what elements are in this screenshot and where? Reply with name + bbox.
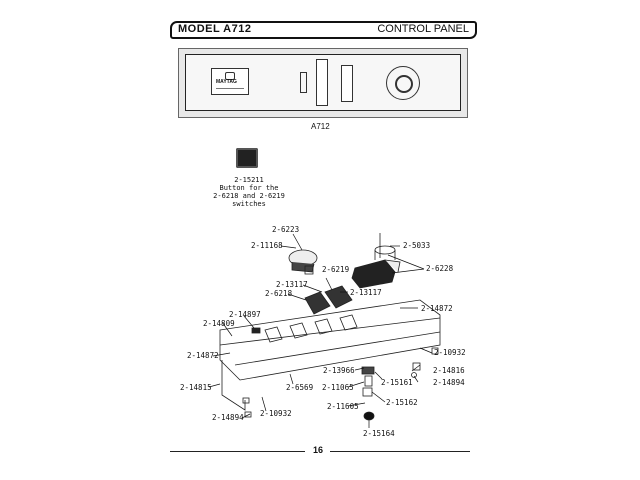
part-label: 2-14809: [203, 319, 235, 328]
part-label: 2-15164: [363, 429, 395, 438]
control-panel-illustration: MAYTAG: [178, 48, 468, 118]
cap-15162-part: [362, 387, 373, 397]
bracket-clip-part: [242, 397, 250, 404]
spring-11065-part: [364, 375, 373, 387]
screw-14894-part: [411, 372, 417, 378]
button-description-line-2: 2-6218 and 2-6219: [213, 192, 285, 200]
leader-lines: [208, 233, 433, 428]
part-label: 2-14894: [433, 378, 465, 387]
model-title: MODEL A712: [178, 23, 252, 35]
button-description-line-1: Button for the: [219, 184, 279, 192]
part-label: 2-13117: [276, 280, 308, 289]
brand-name: MAYTAG: [216, 79, 237, 85]
part-label: 2-10932: [260, 409, 292, 418]
part-label: 2-11605: [327, 402, 359, 411]
part-label: 2-10932: [434, 348, 466, 357]
part-label: 2-14897: [229, 310, 261, 319]
button-description-line-3: switches: [232, 200, 266, 208]
panel-caption: A712: [311, 122, 330, 131]
part-label: 2-14872: [421, 304, 453, 313]
part-label: 2-13966: [323, 366, 355, 375]
console-frame-part: [219, 299, 441, 381]
switch-6218-part: [304, 291, 331, 315]
part-label: 2-11065: [322, 383, 354, 392]
switch-6219-part: [324, 285, 353, 309]
part-label: 2-6569: [286, 383, 314, 392]
part-label: 2-14815: [180, 383, 212, 392]
part-label: 2-14816: [433, 366, 465, 375]
section-title: CONTROL PANEL: [377, 23, 469, 35]
knob-15164-part: [363, 411, 375, 421]
timer-cylinder-part: [374, 245, 396, 255]
part-label: 2-13117: [350, 288, 382, 297]
brand-logo-icon: [225, 72, 235, 80]
side-bracket-part: [221, 360, 246, 411]
part-label: 2-15162: [386, 398, 418, 407]
part-label: 2-6218: [265, 289, 293, 298]
cycle-buttons-column: [316, 59, 328, 106]
timer-dial: [386, 66, 420, 100]
bracket-14816-part: [412, 362, 421, 371]
brand-plate-line: [216, 88, 244, 89]
footer-rule-right: [330, 451, 470, 452]
bracket-10932-right-part: [431, 347, 439, 355]
temp-buttons-column: [341, 65, 353, 102]
footer-rule-left: [170, 451, 305, 452]
timer-block-part: [351, 259, 396, 289]
button-2-15211-image: [236, 148, 258, 168]
part-label: 2-6223: [272, 225, 300, 234]
water-level-switch: [300, 72, 307, 93]
part-label: 2-6228: [426, 264, 454, 273]
part-label: 2-15161: [381, 378, 413, 387]
part-label: 2-5033: [403, 241, 431, 250]
part-label: 2-11168: [251, 241, 283, 250]
control-panel-face: MAYTAG: [185, 54, 461, 111]
part-label: 2-14872: [187, 351, 219, 360]
brand-plate: MAYTAG: [211, 68, 249, 95]
switch-bracket-part: [304, 265, 314, 275]
page-number: 16: [313, 445, 324, 455]
clip-14897-part: [251, 327, 261, 334]
button-part-number: 2-15211: [234, 176, 264, 184]
spacer-13966-part: [361, 366, 375, 375]
timer-knob: [395, 75, 413, 93]
page-header: MODEL A712 CONTROL PANEL: [170, 21, 477, 39]
part-label: 2-6219: [322, 265, 350, 274]
part-label: 2-14894: [212, 413, 244, 422]
